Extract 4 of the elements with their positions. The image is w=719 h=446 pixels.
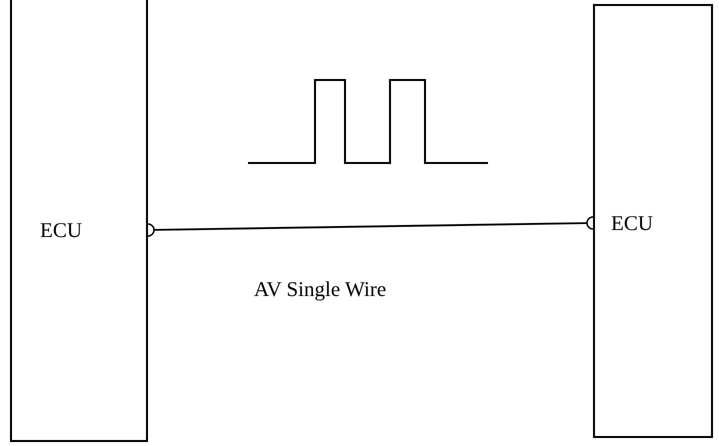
control-unit-box: [593, 4, 713, 438]
control-unit-box: [10, 0, 148, 442]
unit-label: ECU: [611, 211, 653, 236]
unit-label: ECU: [40, 218, 82, 243]
